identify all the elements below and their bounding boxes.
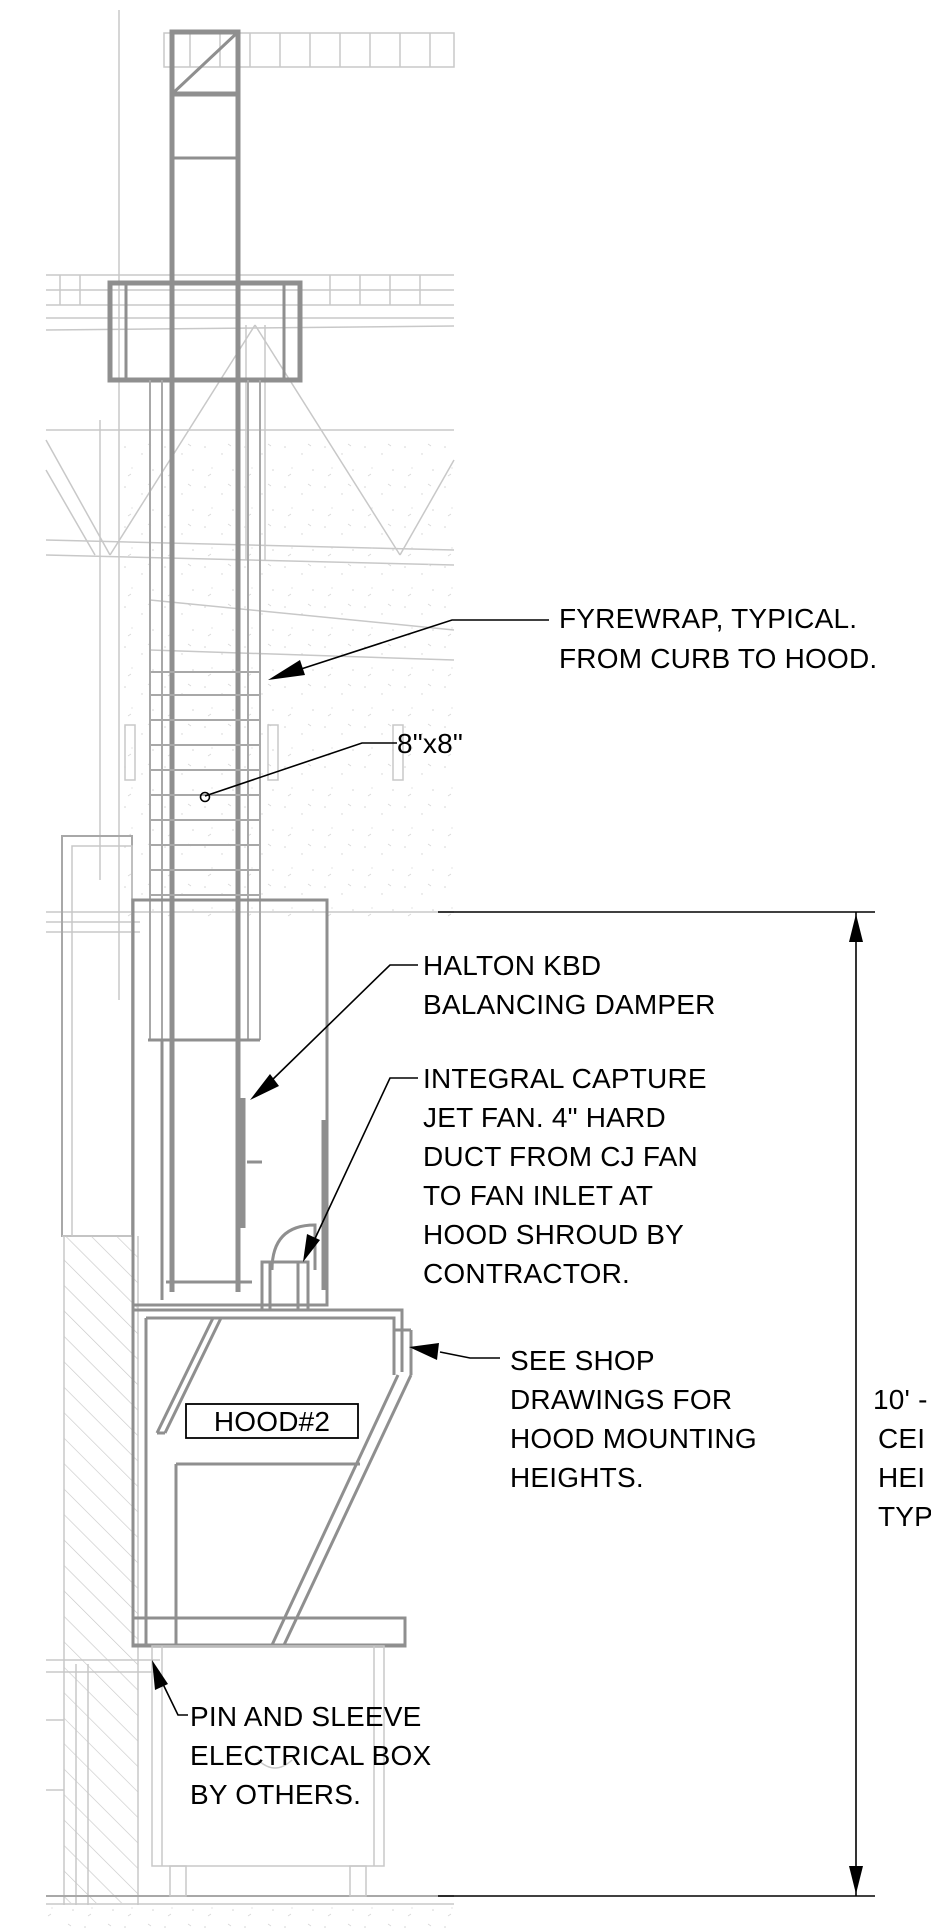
note-damper-line-2: BALANCING DAMPER xyxy=(423,989,716,1020)
note-capture-jet-line-6: CONTRACTOR. xyxy=(423,1258,630,1289)
note-ceiling-height-line-1: 10' - xyxy=(873,1384,928,1415)
kitchen-hood xyxy=(131,1305,413,1648)
note-capture-jet-line-2: JET FAN. 4" HARD xyxy=(423,1102,666,1133)
note-capture-jet-line-4: TO FAN INLET AT xyxy=(423,1180,653,1211)
note-ceiling-height-line-3: HEI xyxy=(878,1462,925,1493)
note-electrical-box-line-3: BY OTHERS. xyxy=(190,1779,361,1810)
note-capture-jet-line-3: DUCT FROM CJ FAN xyxy=(423,1141,698,1172)
exhaust-duct xyxy=(107,29,329,1312)
cooking-equipment xyxy=(151,1645,385,1897)
note-shop-drawings-line-2: DRAWINGS FOR xyxy=(510,1384,732,1415)
note-damper-line-1: HALTON KBD xyxy=(423,950,601,981)
note-duct-size: 8"x8" xyxy=(397,728,463,759)
note-shop-drawings-line-3: HOOD MOUNTING xyxy=(510,1423,757,1454)
note-fyrewrap-line-2: FROM CURB TO HOOD. xyxy=(559,643,877,674)
note-ceiling-height-line-2: CEI xyxy=(878,1423,925,1454)
note-shop-drawings-line-4: HEIGHTS. xyxy=(510,1462,644,1493)
wall-hatch xyxy=(46,1236,160,1905)
note-shop-drawings-line-1: SEE SHOP xyxy=(510,1345,655,1376)
ceiling-height-dimension xyxy=(438,911,875,1897)
note-ceiling-height-line-4: TYP xyxy=(878,1501,931,1532)
note-electrical-box-line-2: ELECTRICAL BOX xyxy=(190,1740,432,1771)
note-capture-jet-line-5: HOOD SHROUD BY xyxy=(423,1219,684,1250)
leader-lines xyxy=(152,619,549,1716)
note-fyrewrap-line-1: FYREWRAP, TYPICAL. xyxy=(559,603,857,634)
annotations: FYREWRAP, TYPICAL. FROM CURB TO HOOD. 8"… xyxy=(190,603,931,1810)
floor-slab xyxy=(46,1895,454,1929)
building-structure xyxy=(45,10,455,1237)
note-capture-jet-line-1: INTEGRAL CAPTURE xyxy=(423,1063,707,1094)
hood-tag-label: HOOD#2 xyxy=(214,1406,330,1437)
note-electrical-box-line-1: PIN AND SLEEVE xyxy=(190,1701,422,1732)
